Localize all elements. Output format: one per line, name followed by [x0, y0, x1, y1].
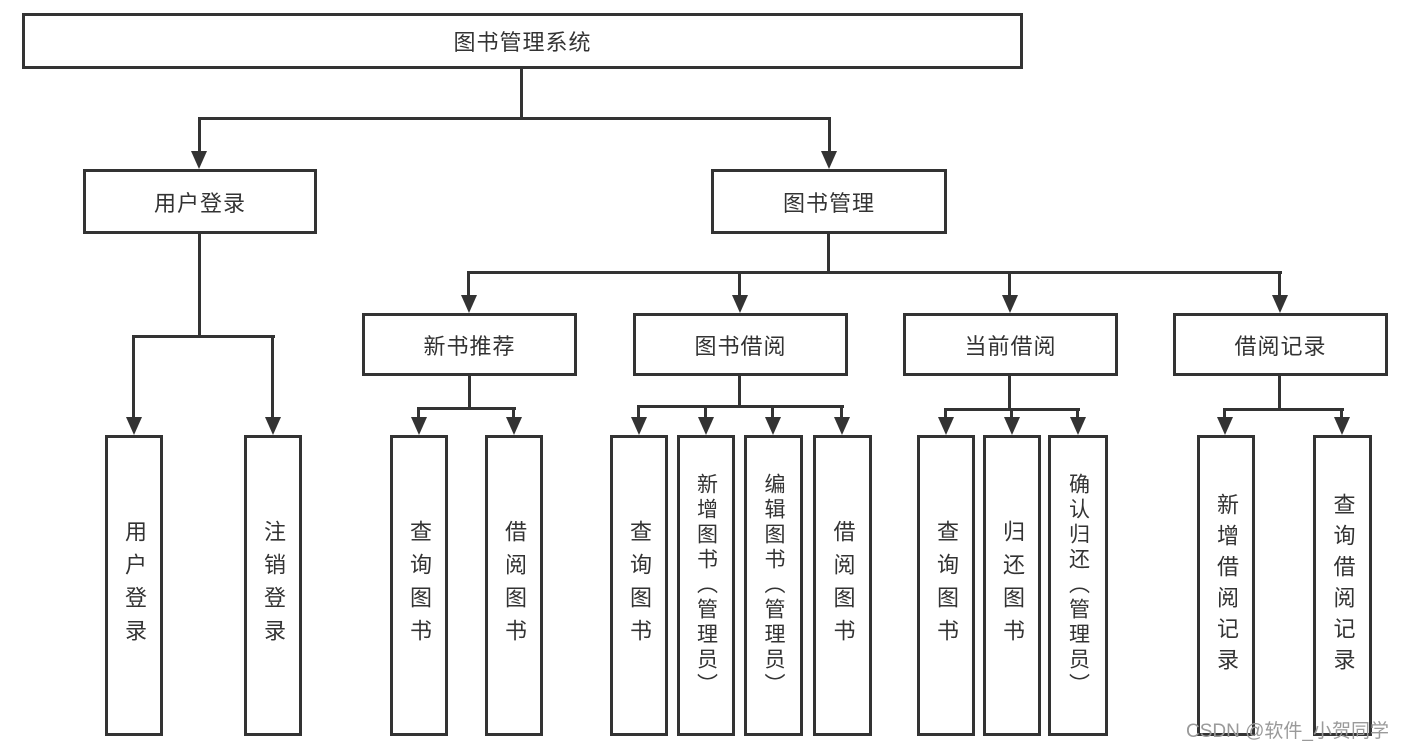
connector-line: [198, 118, 201, 152]
leaf-query-borrow-record-label: 查询借阅记录: [1330, 492, 1356, 679]
connector-line: [827, 234, 830, 274]
leaf-borrow-books-recommend: 借阅图书: [485, 435, 543, 736]
arrow-down-icon: [765, 417, 781, 435]
arrow-down-icon: [411, 417, 427, 435]
connector-line: [1010, 409, 1013, 418]
leaf-edit-books-admin-label: 编辑图书（管理员）: [762, 473, 785, 698]
leaf-query-books-borrowing: 查询图书: [610, 435, 668, 736]
node-current-borrowing-label: 当前借阅: [964, 333, 1057, 359]
node-user-login-label: 用户登录: [153, 190, 246, 216]
node-book-borrowing: 图书借阅: [633, 313, 848, 376]
node-book-management: 图书管理: [711, 169, 947, 234]
node-new-book-recommend-label: 新书推荐: [423, 333, 516, 359]
connector-line: [271, 336, 274, 418]
connector-line: [1076, 409, 1079, 418]
connector-line: [637, 406, 640, 418]
node-root: 图书管理系统: [22, 13, 1023, 69]
arrow-down-icon: [461, 295, 477, 313]
arrow-down-icon: [1217, 417, 1233, 435]
leaf-return-books-label: 归还图书: [1000, 519, 1025, 652]
connector-line: [468, 376, 471, 409]
arrow-down-icon: [1272, 295, 1288, 313]
node-book-borrowing-label: 图书借阅: [694, 333, 787, 359]
connector-line: [1278, 272, 1281, 296]
node-new-book-recommend: 新书推荐: [362, 313, 577, 376]
arrow-down-icon: [732, 295, 748, 313]
leaf-borrow-books-label: 借阅图书: [830, 519, 856, 652]
connector-line: [840, 406, 843, 418]
leaf-confirm-return-admin: 确认归还（管理员）: [1048, 435, 1108, 736]
node-book-management-label: 图书管理: [782, 190, 875, 216]
connector-line: [467, 272, 470, 296]
leaf-return-books: 归还图书: [983, 435, 1041, 736]
connector-line: [1008, 272, 1011, 296]
arrow-down-icon: [1334, 417, 1350, 435]
arrow-down-icon: [1004, 417, 1020, 435]
leaf-borrow-books: 借阅图书: [813, 435, 872, 736]
csdn-watermark: CSDN @软件_小贺同学: [1186, 721, 1389, 742]
arrow-down-icon: [265, 417, 281, 435]
leaf-edit-books-admin: 编辑图书（管理员）: [744, 435, 803, 736]
arrow-down-icon: [834, 417, 850, 435]
leaf-borrow-books-recommend-label: 借阅图书: [502, 519, 527, 652]
leaf-query-books-recommend: 查询图书: [390, 435, 448, 736]
leaf-add-books-admin-label: 新增图书（管理员）: [694, 473, 718, 698]
connector-line: [520, 68, 523, 118]
node-borrowing-records: 借阅记录: [1173, 313, 1388, 376]
leaf-query-books-current: 查询图书: [917, 435, 975, 736]
leaf-add-borrow-record: 新增借阅记录: [1197, 435, 1255, 736]
connector-line: [417, 408, 420, 418]
connector-line: [132, 335, 275, 338]
connector-line: [944, 409, 947, 418]
connector-line: [738, 272, 741, 296]
arrow-down-icon: [1002, 295, 1018, 313]
leaf-query-books-current-label: 查询图书: [934, 519, 959, 652]
node-user-login: 用户登录: [83, 169, 317, 234]
arrow-down-icon: [191, 151, 207, 169]
node-current-borrowing: 当前借阅: [903, 313, 1118, 376]
connector-line: [704, 406, 707, 418]
leaf-query-books-recommend-label: 查询图书: [407, 519, 432, 652]
node-borrowing-records-label: 借阅记录: [1234, 333, 1327, 359]
arrow-down-icon: [938, 417, 954, 435]
leaf-query-books-borrowing-label: 查询图书: [627, 519, 652, 652]
connector-line: [198, 233, 201, 337]
connector-line: [198, 117, 831, 120]
connector-line: [637, 405, 844, 408]
connector-line: [1008, 376, 1011, 410]
leaf-query-borrow-record: 查询借阅记录: [1313, 435, 1372, 736]
connector-line: [771, 406, 774, 418]
connector-line: [828, 118, 831, 152]
arrow-down-icon: [698, 417, 714, 435]
leaf-add-books-admin: 新增图书（管理员）: [677, 435, 735, 736]
arrow-down-icon: [506, 417, 522, 435]
connector-line: [512, 408, 515, 418]
connector-line: [1340, 409, 1343, 418]
connector-line: [738, 376, 741, 407]
connector-line: [1278, 376, 1281, 410]
leaf-confirm-return-admin-label: 确认归还（管理员）: [1066, 473, 1090, 698]
leaf-add-borrow-record-label: 新增借阅记录: [1214, 492, 1239, 679]
leaf-user-login-label: 用户登录: [122, 519, 147, 652]
connector-line: [467, 271, 1282, 274]
leaf-logout-label: 注销登录: [261, 519, 286, 652]
arrow-down-icon: [631, 417, 647, 435]
connector-line: [132, 336, 135, 418]
arrow-down-icon: [1070, 417, 1086, 435]
leaf-user-login: 用户登录: [105, 435, 163, 736]
leaf-logout: 注销登录: [244, 435, 302, 736]
node-root-label: 图书管理系统: [453, 30, 592, 55]
arrow-down-icon: [821, 151, 837, 169]
connector-line: [1223, 409, 1226, 418]
connector-line: [417, 407, 516, 410]
connector-line: [1223, 408, 1344, 411]
arrow-down-icon: [126, 417, 142, 435]
